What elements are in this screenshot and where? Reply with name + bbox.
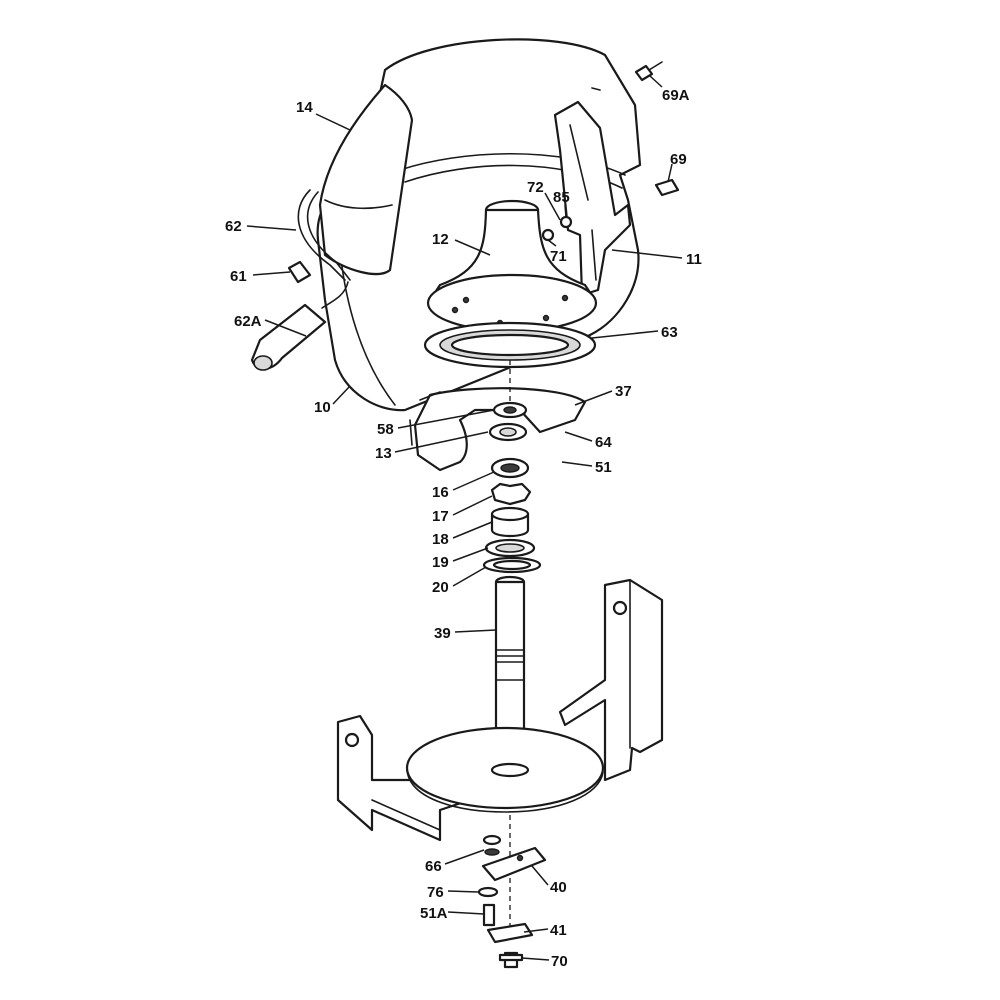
callout-13: 13 [375,445,392,462]
leader-lines [246,75,683,961]
callout-76: 76 [427,884,444,901]
callout-40: 40 [550,879,567,896]
top-fasteners [541,61,680,242]
callout-labels: 69A 14 69 72 85 62 12 71 11 61 62A 63 37… [225,87,702,970]
callout-20: 20 [432,579,449,596]
callout-64: 64 [595,434,612,451]
callout-70: 70 [551,953,568,970]
callout-58: 58 [377,421,394,438]
callout-14: 14 [296,99,313,116]
callout-69A: 69A [662,87,690,104]
spindle-stack [482,360,542,574]
callout-16: 16 [432,484,449,501]
base-frame [336,578,664,842]
callout-85: 85 [553,189,570,206]
shroud-plate [409,387,587,472]
spindle-shaft [494,575,526,744]
adjuster-bracket [553,100,632,297]
handle-wire-assembly [250,189,351,371]
callout-17: 17 [432,508,449,525]
tank-assembly [426,199,598,333]
callout-41: 41 [550,922,567,939]
callout-71: 71 [550,248,567,265]
callout-62A: 62A [234,313,262,330]
callout-51A: 51A [420,905,448,922]
cutting-disc [405,726,605,813]
callout-12: 12 [432,231,449,248]
callout-66: 66 [425,858,442,875]
callout-69: 69 [670,151,687,168]
callout-18: 18 [432,531,449,548]
callout-62: 62 [225,218,242,235]
callout-19: 19 [432,554,449,571]
callout-10: 10 [314,399,331,416]
lower-fasteners [477,815,547,969]
front-shield [318,83,414,275]
callout-72: 72 [527,179,544,196]
bearing-ring [423,321,597,369]
callout-63: 63 [661,324,678,341]
callout-39: 39 [434,625,451,642]
callout-61: 61 [230,268,247,285]
callout-37: 37 [615,383,632,400]
callout-11: 11 [686,251,702,268]
callout-51: 51 [595,459,612,476]
